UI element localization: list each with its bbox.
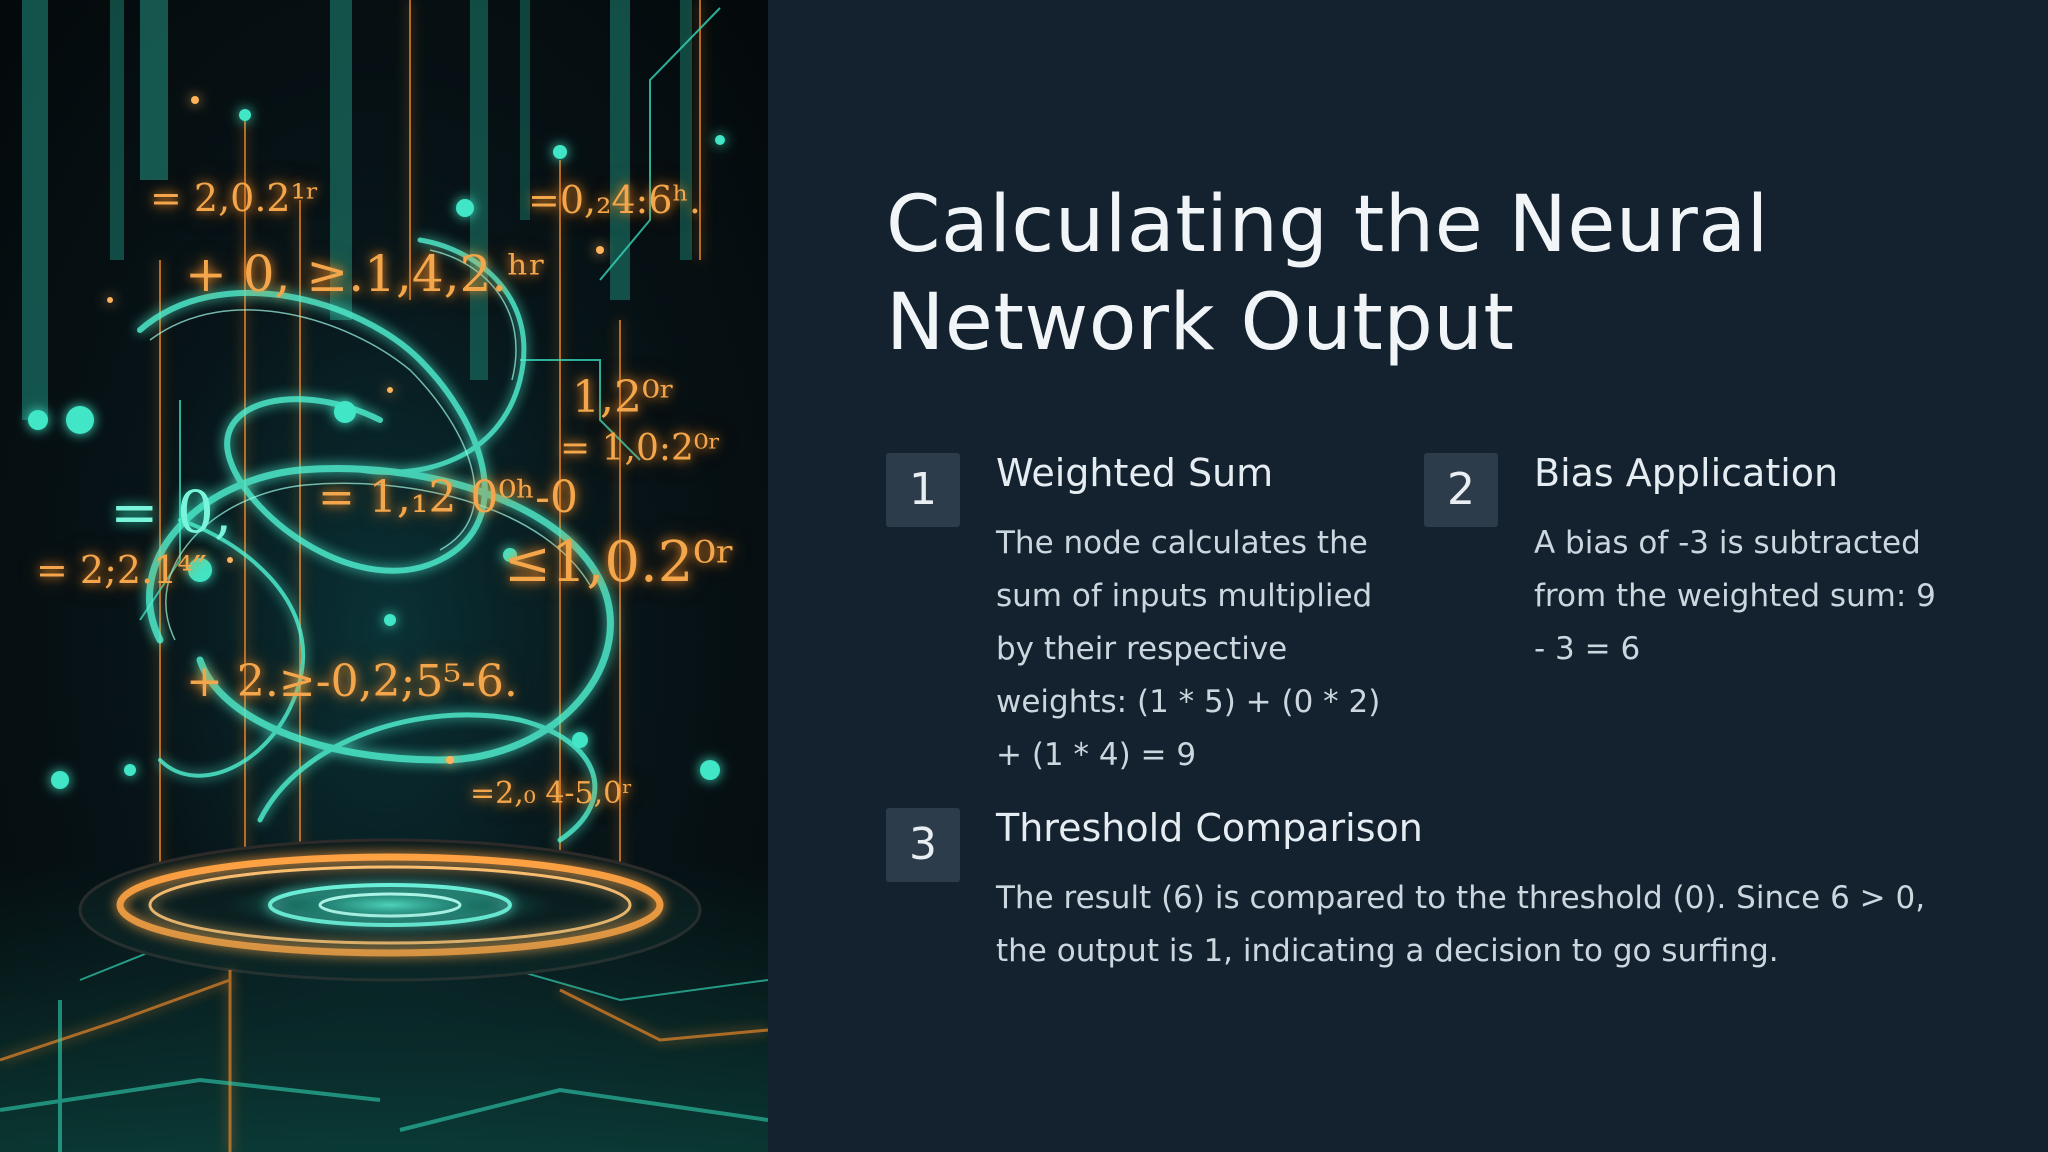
step-title: Bias Application [1534, 451, 1839, 495]
formula-text: + 2.≥-0,2;5⁵-6. [186, 656, 518, 707]
formula-text: = 2;2.1⁴″ [36, 548, 207, 592]
step-number-badge: 2 [1424, 453, 1498, 527]
step-number-badge: 1 [886, 453, 960, 527]
formula-text: = 1,₁2 0⁰ʰ-0 [318, 472, 578, 523]
hologram-artwork [0, 0, 768, 1152]
formula-text: + 0, ≥.1,4,2.ʰʳ [185, 245, 547, 303]
step-number-badge: 3 [886, 808, 960, 882]
formula-text: = 0, [110, 478, 233, 546]
formula-text: ≤1,0.2⁰ʳ [504, 530, 736, 595]
formula-text: 1,2⁰ʳ [572, 372, 675, 423]
step-description: The node calculates the sum of inputs mu… [996, 525, 1381, 773]
step-title: Weighted Sum [996, 451, 1274, 495]
formula-text: =2,₀ 4-5,0ʳ [470, 776, 633, 811]
formula-text: = 2,0.2¹ʳ [150, 176, 320, 220]
step-title: Threshold Comparison [996, 806, 1423, 850]
slide-title: Calculating the Neural Network Output [886, 180, 1769, 368]
neural-network-illustration: = 2,0.2¹ʳ =0,₂4:6ʰ. + 0, ≥.1,4,2.ʰʳ 1,2⁰… [0, 0, 768, 1152]
step-description: The result (6) is compared to the thresh… [996, 880, 1926, 969]
formula-text: =0,₂4:6ʰ. [528, 178, 702, 222]
step-description: A bias of -3 is subtracted from the weig… [1534, 525, 1936, 667]
slide-content: Calculating the Neural Network Output 1 … [768, 0, 2048, 1152]
formula-text: = 1,0:2⁰ʳ [560, 428, 721, 469]
